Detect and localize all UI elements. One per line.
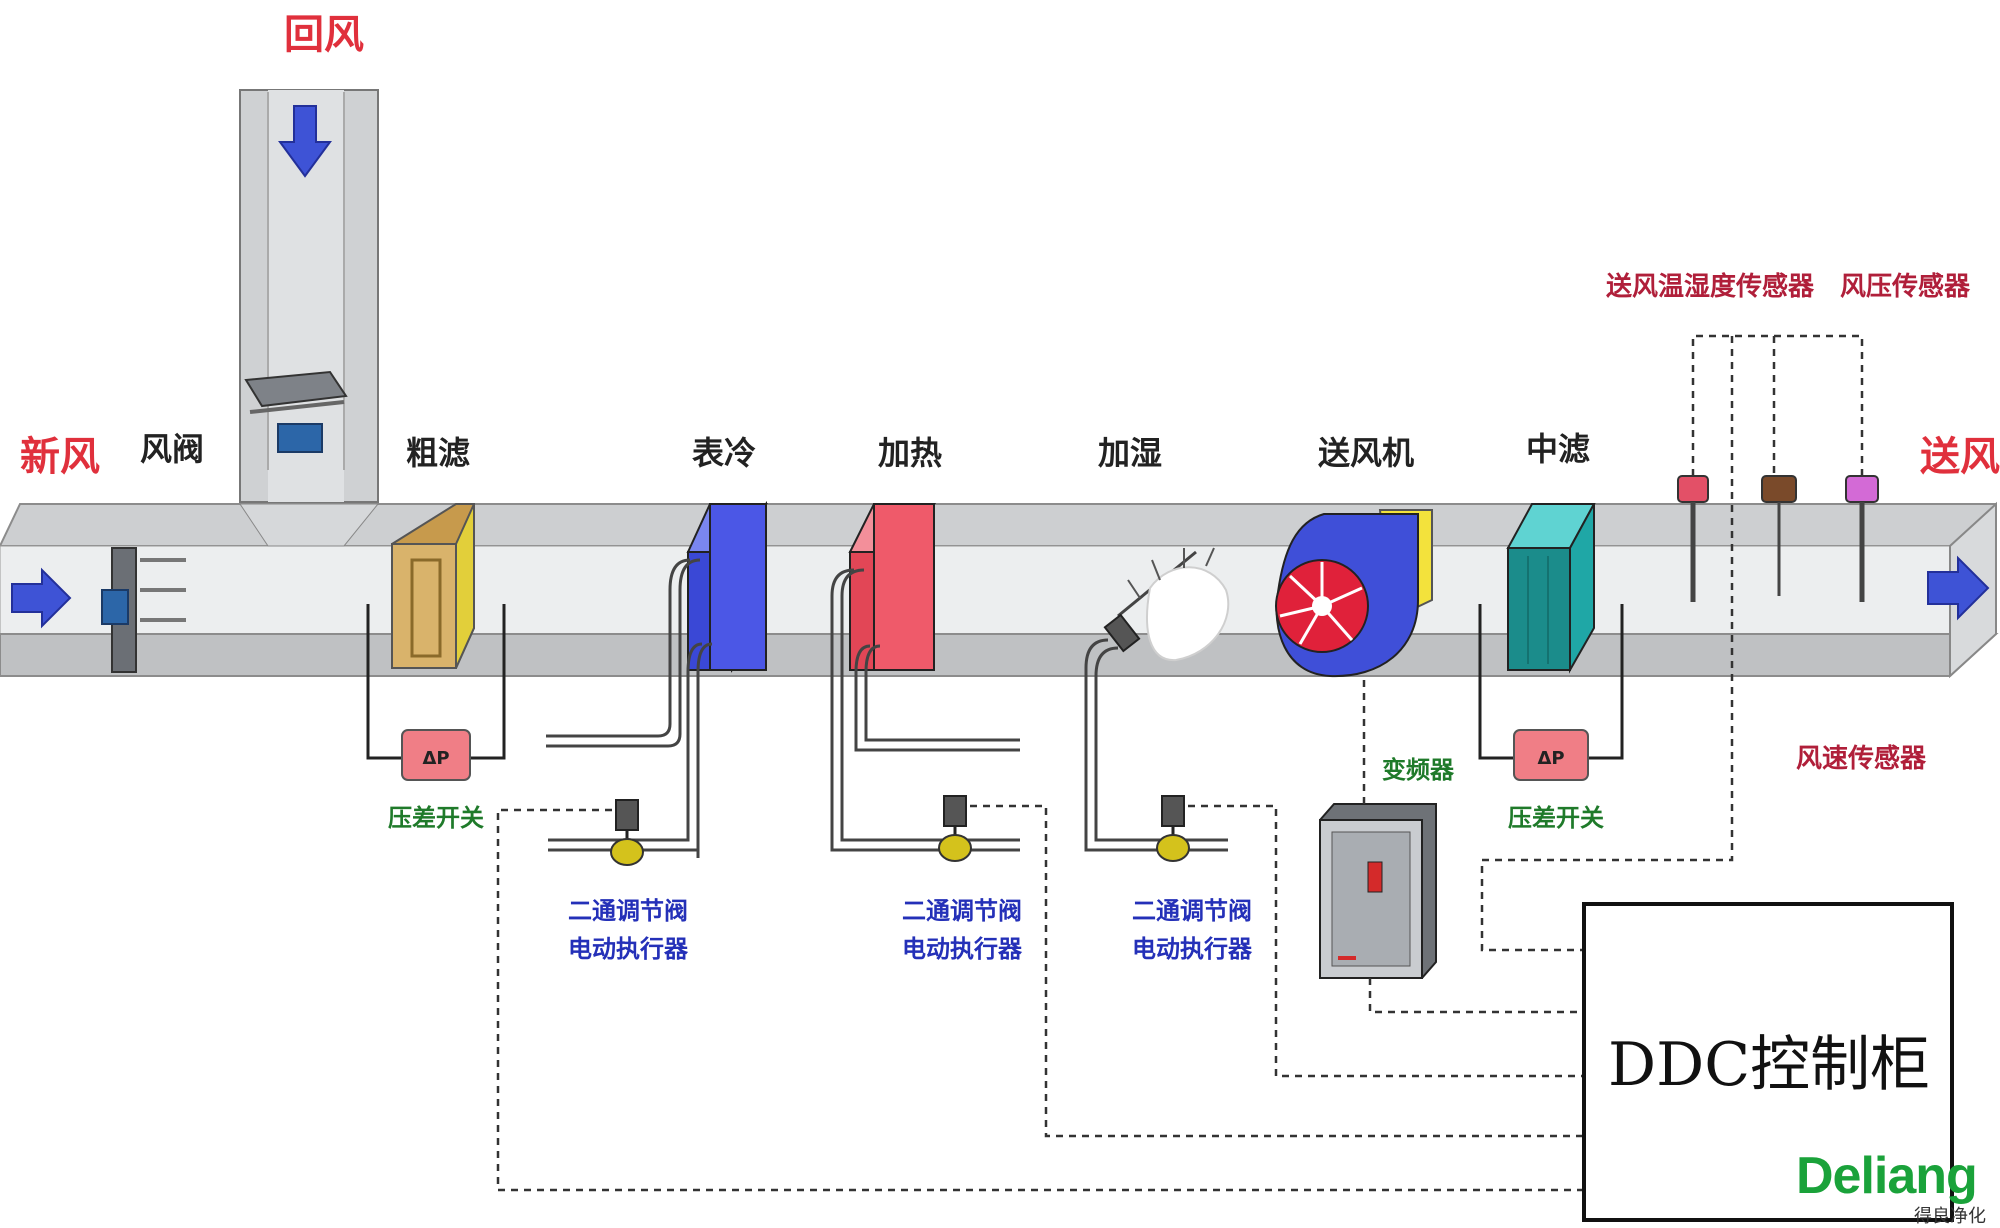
main-duct-bottom	[0, 633, 1999, 677]
medium-filter-label: 中滤	[1526, 430, 1591, 468]
fresh-air-label: 新风	[20, 434, 100, 480]
wire-sensors-ddc	[1480, 336, 1734, 952]
deliang-logo: Deliang 得良净化	[1796, 1146, 1986, 1227]
fresh-air-damper	[101, 547, 186, 673]
wire-valve-2	[970, 804, 1582, 1138]
return-air-label: 回风	[284, 12, 364, 58]
pressure-switch-1-label: 压差开关	[388, 804, 484, 832]
pressure-switch-2: ΔP	[1478, 604, 1624, 781]
supply-air-label: 送风	[1920, 434, 2000, 480]
fresh-air-arrow	[11, 567, 72, 629]
temp-humidity-sensor-label: 送风温湿度传感器	[1606, 272, 1815, 302]
valve-1	[610, 799, 644, 866]
cooling-pipes	[546, 558, 713, 858]
main-duct-back	[0, 545, 1997, 635]
medium-filter	[1506, 503, 1596, 674]
valve-1-label-line-2: 电动执行器	[568, 935, 688, 963]
valve-1-label: 二通调节阀 电动执行器	[568, 892, 688, 968]
svg-text:ΔP: ΔP	[1537, 748, 1564, 769]
valve-3-label-line-2: 电动执行器	[1132, 935, 1252, 963]
supply-fan-label: 送风机	[1318, 434, 1415, 472]
deliang-logo-text: Deliang	[1796, 1147, 1978, 1205]
duct-sensors	[1677, 475, 1879, 602]
air-pressure-sensor-body	[1845, 475, 1879, 503]
cooling-coil	[686, 500, 768, 673]
valve-3	[1156, 795, 1190, 862]
wire-valve-3	[1188, 804, 1582, 1078]
return-air-arrow	[278, 105, 332, 178]
humidifier-pipes	[1084, 638, 1228, 852]
airflow-arrows	[11, 105, 1990, 629]
heating-pipes	[830, 568, 1020, 852]
heating-coil	[848, 503, 937, 671]
valve-2	[938, 795, 972, 862]
coarse-filter	[391, 503, 475, 669]
ddc-control-cabinet: DDC控制柜	[1582, 902, 1954, 1222]
wire-valve-1	[496, 808, 1582, 1192]
valve-2-label: 二通调节阀 电动执行器	[902, 892, 1022, 968]
coarse-filter-label: 粗滤	[406, 434, 471, 472]
air-pressure-sensor-label: 风压传感器	[1840, 272, 1971, 302]
return-air-damper	[244, 370, 348, 453]
valve-1-label-line-1: 二通调节阀	[568, 897, 688, 925]
temp-humidity-sensor-body	[1677, 475, 1709, 503]
wire-pressure-sensor	[1770, 334, 1864, 476]
supply-air-arrow	[1927, 555, 1990, 621]
valve-2-label-line-1: 二通调节阀	[902, 897, 1022, 925]
humidifier-label: 加湿	[1098, 434, 1163, 472]
supply-fan	[1275, 509, 1433, 678]
air-speed-sensor-body	[1761, 475, 1797, 503]
pressure-switch-1: ΔP	[366, 604, 506, 781]
air-speed-sensor-label: 风速传感器	[1796, 744, 1927, 774]
valve-3-label: 二通调节阀 电动执行器	[1132, 892, 1252, 968]
cooling-coil-label: 表冷	[692, 434, 757, 472]
valve-2-label-line-2: 电动执行器	[902, 935, 1022, 963]
pressure-switch-2-label: 压差开关	[1508, 804, 1604, 832]
valve-3-label-line-1: 二通调节阀	[1132, 897, 1252, 925]
ddc-control-cabinet-label: DDC控制柜	[1608, 1030, 1931, 1100]
frequency-converter	[1319, 803, 1437, 979]
svg-text:ΔP: ΔP	[422, 748, 449, 769]
humidifier	[1103, 547, 1230, 662]
frequency-converter-label: 变频器	[1382, 756, 1454, 784]
deliang-logo-subtext: 得良净化	[1914, 1206, 1986, 1227]
wire-converter-ddc	[1368, 978, 1582, 1014]
wire-temp-sensor	[1691, 334, 1776, 476]
control-wiring	[496, 334, 1864, 1192]
damper-label: 风阀	[140, 430, 205, 468]
heating-coil-label: 加热	[878, 434, 943, 472]
